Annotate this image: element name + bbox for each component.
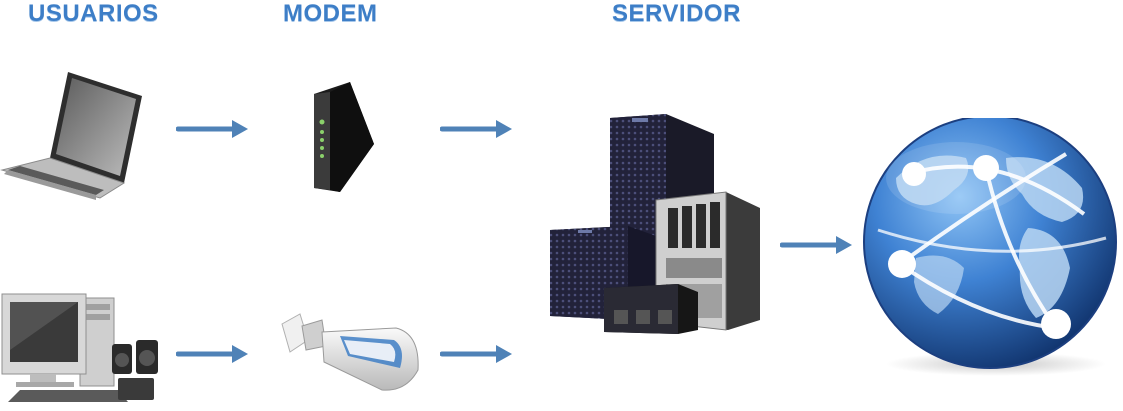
arrow-icon xyxy=(440,345,512,363)
title-servidor-text: SERVIDOR xyxy=(612,0,741,27)
arrow-icon xyxy=(440,120,512,138)
arrow-icon xyxy=(176,345,248,363)
title-usuarios-text: USUARIOS xyxy=(28,0,159,27)
title-servidor: SERVIDOR xyxy=(612,0,741,28)
title-modem-text: MODEM xyxy=(283,0,378,27)
arrow-icon xyxy=(176,120,248,138)
desktop-computer-icon xyxy=(1,293,158,402)
server-rack-icon xyxy=(550,114,760,334)
cable-modem-icon xyxy=(314,82,374,192)
laptop-icon xyxy=(0,72,142,200)
usb-modem-icon xyxy=(281,313,419,391)
arrow-icon xyxy=(780,236,852,254)
title-usuarios: USUARIOS xyxy=(28,0,159,28)
title-modem: MODEM xyxy=(283,0,378,28)
globe-icon xyxy=(863,118,1117,376)
